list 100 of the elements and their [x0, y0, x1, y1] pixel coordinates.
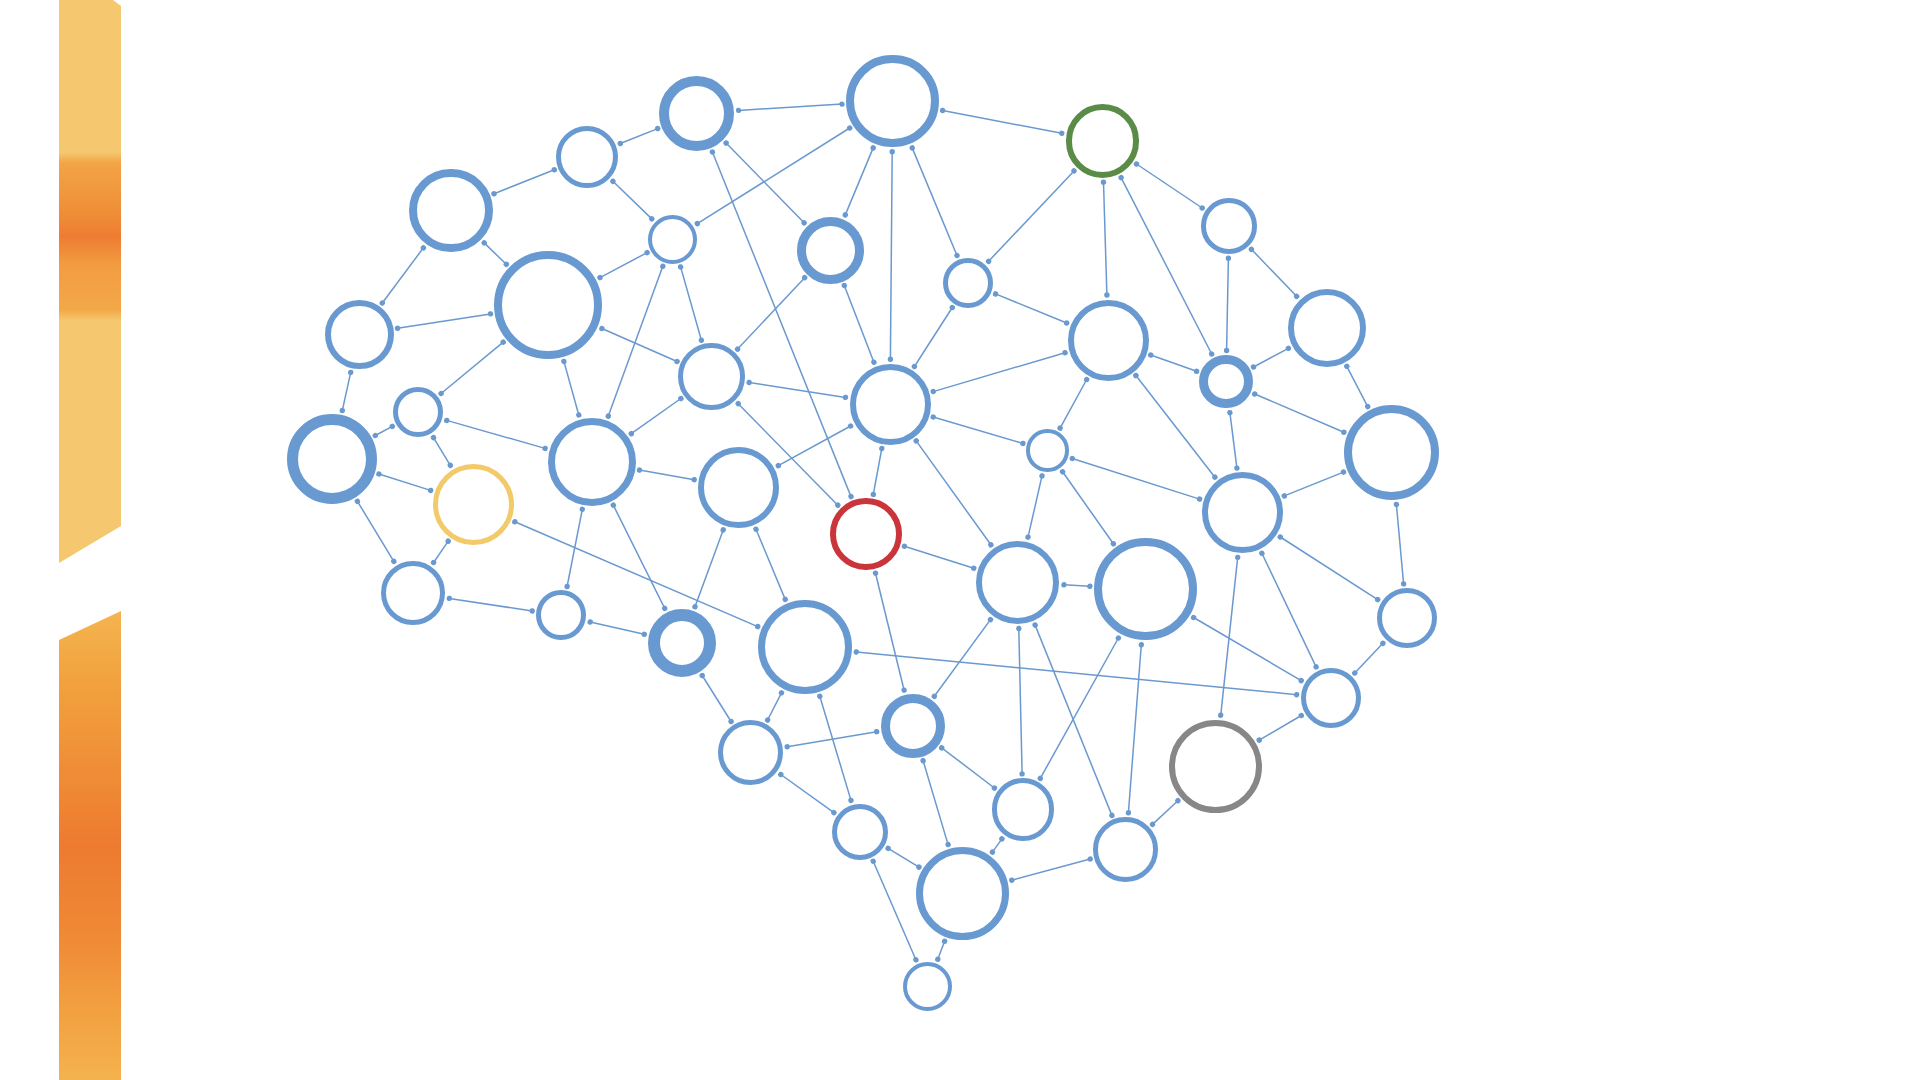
connector-line: [1190, 614, 1304, 684]
network-node: [698, 446, 780, 529]
network-node: [1067, 299, 1149, 381]
connector-line: [1125, 642, 1144, 816]
network-node: [1065, 104, 1139, 178]
connector-line: [1352, 640, 1386, 676]
connector-line: [1133, 372, 1218, 480]
connector-line: [1393, 501, 1407, 587]
connector-line: [1032, 622, 1115, 819]
network-node: [1287, 288, 1366, 367]
connector-line: [628, 395, 684, 437]
connector-line: [376, 471, 434, 494]
network-node: [832, 803, 889, 860]
connector-line: [1025, 473, 1045, 540]
connector-line: [872, 570, 907, 693]
connector-line: [394, 311, 494, 331]
network-node: [648, 214, 698, 264]
connector-line: [1281, 469, 1347, 499]
network-node: [393, 387, 444, 438]
connector-line: [734, 275, 808, 352]
connector-line: [1252, 391, 1347, 435]
connector-line: [1009, 856, 1093, 883]
connector-line: [692, 527, 726, 610]
connector-line: [1248, 246, 1300, 299]
connector-line: [1059, 469, 1117, 547]
connector-line: [699, 672, 734, 725]
connector-line: [989, 836, 1005, 855]
connector-line: [870, 858, 919, 963]
connector-line: [610, 178, 655, 222]
network-node: [916, 847, 1010, 940]
network-node: [797, 216, 865, 284]
connector-line: [1057, 376, 1090, 431]
connector-line: [1344, 363, 1371, 410]
connector-line: [913, 438, 994, 548]
connector-line: [430, 434, 453, 469]
connector-line: [931, 616, 994, 699]
connector-line: [1133, 161, 1205, 211]
connector-line: [870, 445, 885, 498]
connector-line: [939, 745, 998, 791]
connector-line: [920, 758, 951, 848]
connector-line: [605, 263, 666, 419]
network-node: [409, 169, 493, 253]
connector-line: [842, 145, 876, 218]
network-node: [1199, 355, 1253, 409]
connector-line: [599, 325, 680, 365]
network-node: [324, 299, 394, 369]
connector-line: [1100, 179, 1110, 298]
connector-line: [444, 417, 548, 452]
network-node: [659, 75, 735, 151]
network-node: [1301, 668, 1361, 728]
connector-line: [817, 693, 854, 804]
connector-line: [1227, 410, 1240, 471]
network-node: [1202, 472, 1283, 554]
connector-line: [1148, 352, 1200, 374]
connector-line: [430, 538, 451, 566]
network-node: [943, 257, 994, 308]
network-node: [718, 720, 784, 786]
connector-line: [491, 167, 557, 197]
connector-line: [784, 729, 880, 750]
connector-line: [694, 125, 853, 227]
connector-line: [1061, 582, 1093, 589]
connector-line: [677, 264, 705, 343]
network-node: [1094, 538, 1197, 641]
connector-line: [1218, 554, 1241, 718]
connector-line: [354, 498, 397, 565]
connector-line: [935, 938, 948, 962]
connector-line: [1259, 550, 1319, 670]
connector-line: [561, 358, 582, 418]
connector-line: [723, 140, 807, 226]
connector-line: [597, 249, 650, 281]
connector-line: [1037, 635, 1122, 782]
connector-line: [885, 845, 922, 870]
connector-line: [775, 423, 854, 469]
connector-line: [841, 282, 877, 365]
connector-line: [746, 379, 849, 401]
connector-line: [438, 339, 506, 397]
connector-line: [930, 350, 1068, 395]
connector-line: [446, 595, 535, 614]
connector-line: [372, 423, 395, 439]
network-node: [286, 414, 377, 504]
connector-line: [939, 107, 1065, 136]
network-node: [849, 363, 931, 445]
network-node: [880, 693, 945, 758]
network-node: [380, 560, 446, 626]
network-node: [830, 498, 902, 570]
connector-line: [610, 502, 668, 612]
connector-line: [778, 771, 837, 816]
connector-line: [853, 649, 1300, 698]
connector-line: [481, 240, 509, 267]
connector-line: [1256, 712, 1304, 743]
connector-line: [992, 291, 1070, 326]
connector-line: [1069, 455, 1203, 502]
network-node: [1026, 429, 1069, 472]
connector-line: [709, 149, 854, 500]
network-node: [536, 590, 587, 641]
connector-line: [379, 245, 427, 306]
connector-line: [1223, 255, 1232, 354]
network-node: [1093, 817, 1158, 882]
connector-line: [512, 519, 761, 630]
network-node: [547, 417, 636, 506]
